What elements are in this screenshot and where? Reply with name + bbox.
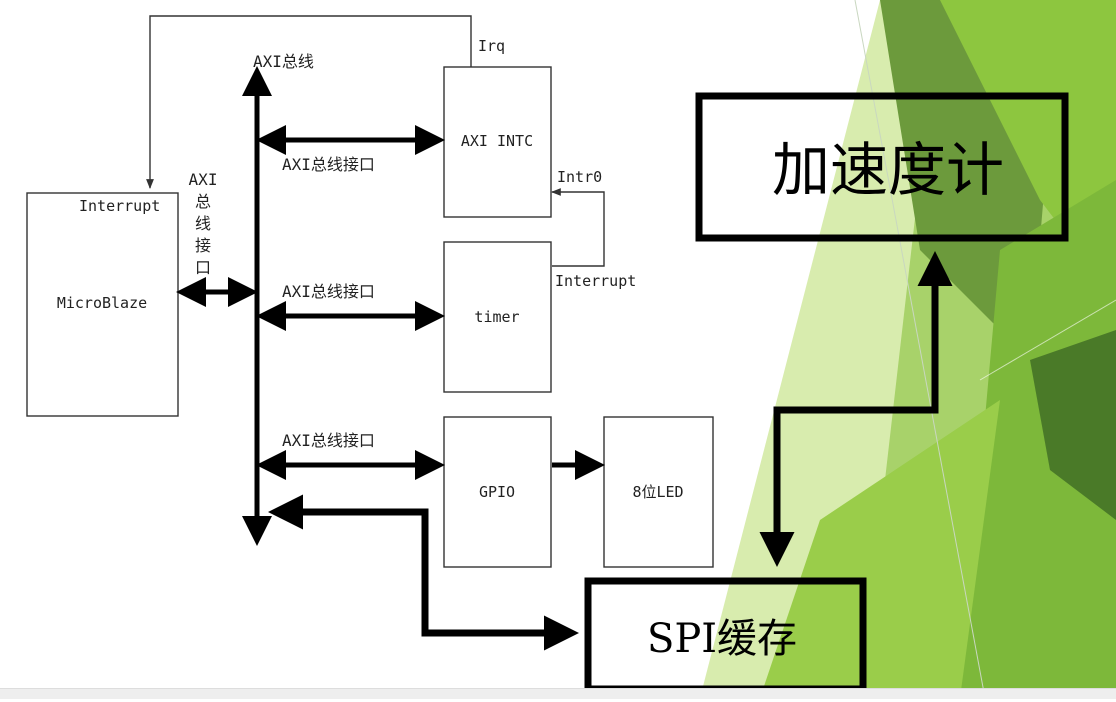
axi-if-label-3: AXI总线接口: [282, 431, 375, 450]
axi-vertical-char: 口: [195, 258, 211, 277]
microblaze-block: [26, 192, 179, 417]
intr0-label: Intr0: [557, 168, 602, 186]
accelerometer-box: [695, 92, 1069, 242]
bottom-strip: [0, 688, 1116, 699]
timer-block: [443, 241, 552, 393]
axi-bus-label: AXI总线: [253, 52, 314, 71]
interrupt-mb-label: Interrupt: [79, 197, 160, 215]
axi-intc-block: [443, 66, 552, 218]
accelerometer-label: 加速度计: [772, 136, 1004, 204]
spi-axi-wire: [268, 494, 579, 651]
axi-intc-label: AXI INTC: [461, 132, 533, 150]
irq-wire: [146, 15, 472, 189]
led-block: [603, 416, 714, 568]
timer-label: timer: [474, 308, 519, 326]
axi-vertical-char: 总: [195, 192, 211, 211]
intr0-wire: [551, 188, 605, 267]
axi-vertical-char: 接: [195, 236, 211, 255]
microblaze-label: MicroBlaze: [57, 294, 147, 312]
axi-if-label-1: AXI总线接口: [282, 155, 375, 174]
spi-buffer-label: SPI缓存: [647, 616, 797, 662]
spi-accelerometer-wire: [759, 251, 953, 567]
gpio-label: GPIO: [479, 483, 515, 501]
axi-vertical-char: AXI: [189, 170, 218, 189]
led-label: 8位LED: [632, 483, 683, 501]
axi-vertical-char: 线: [195, 214, 211, 233]
interrupt-timer-label: Interrupt: [555, 272, 636, 290]
irq-label: Irq: [478, 37, 505, 55]
green-decoration: [700, 0, 1116, 699]
axi-vertical-label: AXI 总 线 接 口: [189, 170, 218, 277]
axi-if-label-2: AXI总线接口: [282, 282, 375, 301]
